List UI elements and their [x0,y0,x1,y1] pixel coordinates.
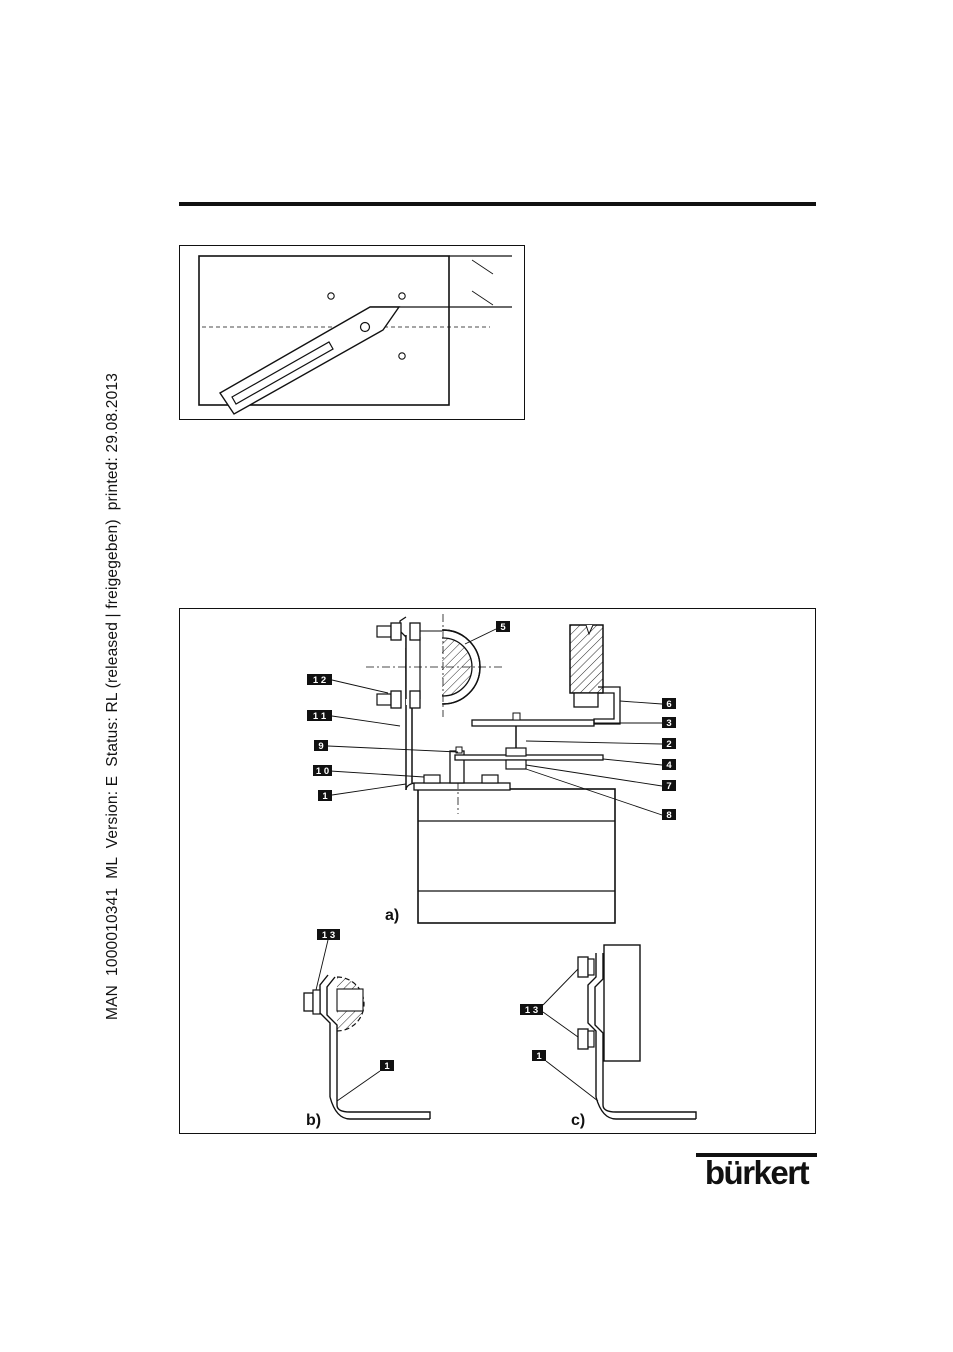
callout-1: 1 [318,790,332,802]
screw [424,775,440,783]
mounting-assembly-figure: 5 6 3 2 4 7 8 1 2 1 1 9 1 0 1 a) [179,608,816,1134]
mounting-plate [199,256,449,405]
pivot-hole [361,323,370,332]
mounting-assembly-drawing: 5 6 3 2 4 7 8 1 2 1 1 9 1 0 1 a) [180,609,817,1135]
mounting-hole [399,353,405,359]
upper-lever [472,720,594,726]
mounting-hole [328,293,334,299]
svg-text:1 2: 1 2 [313,675,326,686]
svg-text:1: 1 [384,1061,390,1072]
view-a-assembly: 5 6 3 2 4 7 8 1 2 1 1 9 1 0 1 a) [307,614,676,924]
lever-nut [506,760,526,769]
bracket-l-profile [330,1097,430,1119]
view-label-b: b) [306,1112,321,1129]
svg-text:4: 4 [666,760,672,771]
svg-text:8: 8 [666,810,671,821]
stem-clamp [574,693,598,707]
lever-nut [506,748,526,756]
svg-text:1 3: 1 3 [322,930,335,941]
callout-1-b: 1 [380,1060,394,1072]
lower-lever [455,755,603,760]
mounting-hole [399,293,405,299]
bolt-head [377,694,391,705]
callout-9: 9 [314,740,328,752]
document-status-note: MAN 1000010341 ML Version: E Status: RL … [104,140,124,1020]
valve-stem [570,625,603,693]
svg-text:7: 7 [666,781,671,792]
svg-text:3: 3 [666,718,671,729]
view-c-assembly: 1 3 1 c) [520,945,696,1129]
nut [391,691,401,708]
view-label-a: a) [385,907,399,924]
mounting-block-c [604,945,640,1061]
lever-detail-drawing [180,246,526,421]
lever-detail-figure [179,245,525,420]
callout-13-b: 1 3 [317,929,340,941]
bolt-head-c [578,957,588,977]
callout-8: 8 [662,809,676,821]
bolt-head [377,626,391,637]
burkert-logo: bürkert [696,1153,817,1193]
view-label-c: c) [571,1112,585,1129]
top-plate [414,783,510,790]
callout-2: 2 [662,738,676,750]
callout-10: 1 0 [313,765,332,777]
actuator-housing [418,789,615,923]
nut [410,691,420,708]
bracket-l-profile-c [596,1097,696,1119]
svg-text:1 0: 1 0 [316,766,329,777]
callout-7: 7 [662,780,676,792]
callout-1-c: 1 [532,1050,546,1062]
svg-text:1 3: 1 3 [525,1005,538,1016]
svg-text:6: 6 [666,699,671,710]
svg-text:1: 1 [536,1051,542,1062]
view-b-assembly: 1 3 1 b) [304,929,430,1129]
callout-3: 3 [662,717,676,729]
hatch-line [472,260,493,274]
header-rule [179,202,816,206]
callout-11: 1 1 [307,710,332,722]
nut [410,623,420,640]
callout-6: 6 [662,698,676,710]
callout-12: 1 2 [307,674,332,686]
callout-4: 4 [662,759,676,771]
screw [482,775,498,783]
svg-text:1: 1 [322,791,328,802]
nut [391,623,401,640]
svg-text:2: 2 [666,739,671,750]
logo-wordmark: bürkert [696,1155,817,1191]
svg-text:9: 9 [318,741,323,752]
bolt-head-b [304,993,313,1011]
callout-5: 5 [496,621,510,633]
callout-13-c: 1 3 [520,1004,543,1016]
hatch-line [472,291,493,305]
nut-b [313,990,320,1014]
bolt-head-c [578,1029,588,1049]
svg-text:1 1: 1 1 [313,711,327,722]
svg-text:5: 5 [500,622,506,633]
